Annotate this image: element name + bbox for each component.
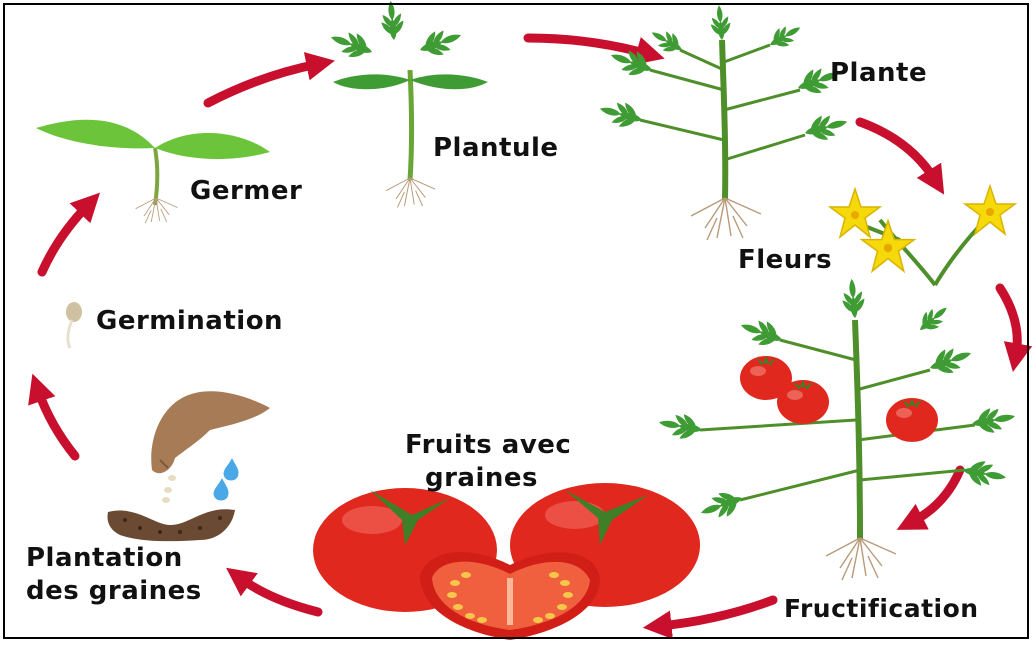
plantule-image	[326, 0, 488, 207]
plante-image	[596, 4, 851, 240]
arrow-germination-to-germer	[42, 205, 88, 272]
plantation-hand-image	[108, 391, 271, 541]
label-fruits-line2: graines	[425, 463, 538, 494]
arrow-fruits-to-plantation	[240, 578, 318, 612]
fleurs-image	[830, 186, 1015, 285]
label-germer: Germer	[190, 176, 302, 207]
arrow-germer-to-plantule	[208, 64, 318, 103]
arrow-plantation-to-germination	[38, 390, 75, 456]
arrow-fleurs-to-fructification	[1000, 288, 1017, 355]
fructification-plant-image	[657, 278, 1018, 580]
arrow-plante-to-fleurs	[860, 122, 935, 180]
germination-seed-image	[66, 302, 82, 348]
label-plantation-line1: Plantation	[26, 543, 183, 574]
label-plante: Plante	[830, 58, 927, 89]
germer-seedling-image	[36, 120, 270, 223]
label-fructification: Fructification	[784, 594, 979, 624]
label-fleurs: Fleurs	[738, 245, 832, 276]
label-fruits-line1: Fruits avec	[405, 430, 571, 461]
fruits-tomatoes-image	[313, 483, 700, 640]
arrow-fructification-down	[912, 470, 960, 522]
label-plantule: Plantule	[433, 133, 559, 164]
arrow-fructification-to-fruits	[660, 600, 773, 626]
label-plantation-line2: des graines	[26, 576, 202, 607]
label-germination: Germination	[96, 306, 283, 337]
